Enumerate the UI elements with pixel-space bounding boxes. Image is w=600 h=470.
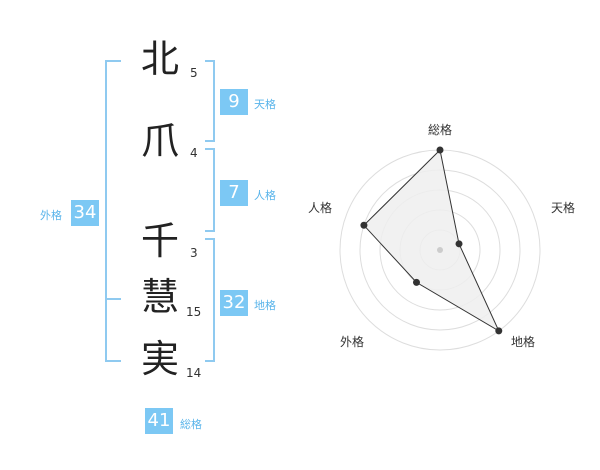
name-character-5: 実: [140, 337, 179, 381]
stroke-count-2: 4: [190, 146, 198, 160]
radar-point-3: [495, 327, 503, 335]
radar-points: [360, 146, 503, 335]
gaikaku-badge: 34: [71, 200, 99, 226]
tenkaku-badge: 9: [220, 89, 248, 115]
soukaku-badge: 41: [145, 408, 173, 434]
gaikaku-bracket: [105, 60, 121, 362]
chikaku-badge: 32: [220, 290, 248, 316]
tenkaku-label: 天格: [254, 98, 276, 111]
radar-point-5: [360, 221, 368, 229]
stroke-count-3: 3: [190, 246, 198, 260]
gaikaku-label: 外格: [40, 209, 62, 222]
tenkaku-bracket: [205, 60, 215, 142]
jinkaku-badge: 7: [220, 180, 248, 206]
chikaku-bracket: [205, 238, 215, 362]
name-character-3: 千: [140, 219, 179, 263]
radar-axis-label-chikaku: 地格: [511, 334, 535, 349]
jinkaku-bracket: [205, 148, 215, 232]
radar-axis-label-jinkaku: 人格: [308, 200, 332, 215]
radar-point-1: [436, 146, 444, 154]
soukaku-label: 総格: [180, 418, 202, 431]
name-character-1: 北: [140, 37, 179, 81]
name-character-2: 爪: [140, 119, 179, 163]
radar-axis-label-tenkaku: 天格: [551, 200, 575, 215]
radar-axis-label-soukaku: 総格: [428, 122, 452, 137]
gaikaku-bracket-tick: [105, 298, 121, 300]
stroke-count-4: 15: [186, 305, 202, 319]
chikaku-label: 地格: [254, 299, 276, 312]
name-character-4: 慧: [140, 275, 179, 319]
stroke-count-5: 14: [186, 366, 202, 380]
radar-axis-label-gaikaku: 外格: [340, 334, 364, 349]
jinkaku-label: 人格: [254, 189, 276, 202]
stroke-count-1: 5: [190, 66, 198, 80]
radar-polygon: [363, 148, 500, 333]
radar-point-4: [412, 278, 420, 286]
radar-point-2: [455, 240, 463, 248]
radar-center-dot: [437, 247, 443, 253]
